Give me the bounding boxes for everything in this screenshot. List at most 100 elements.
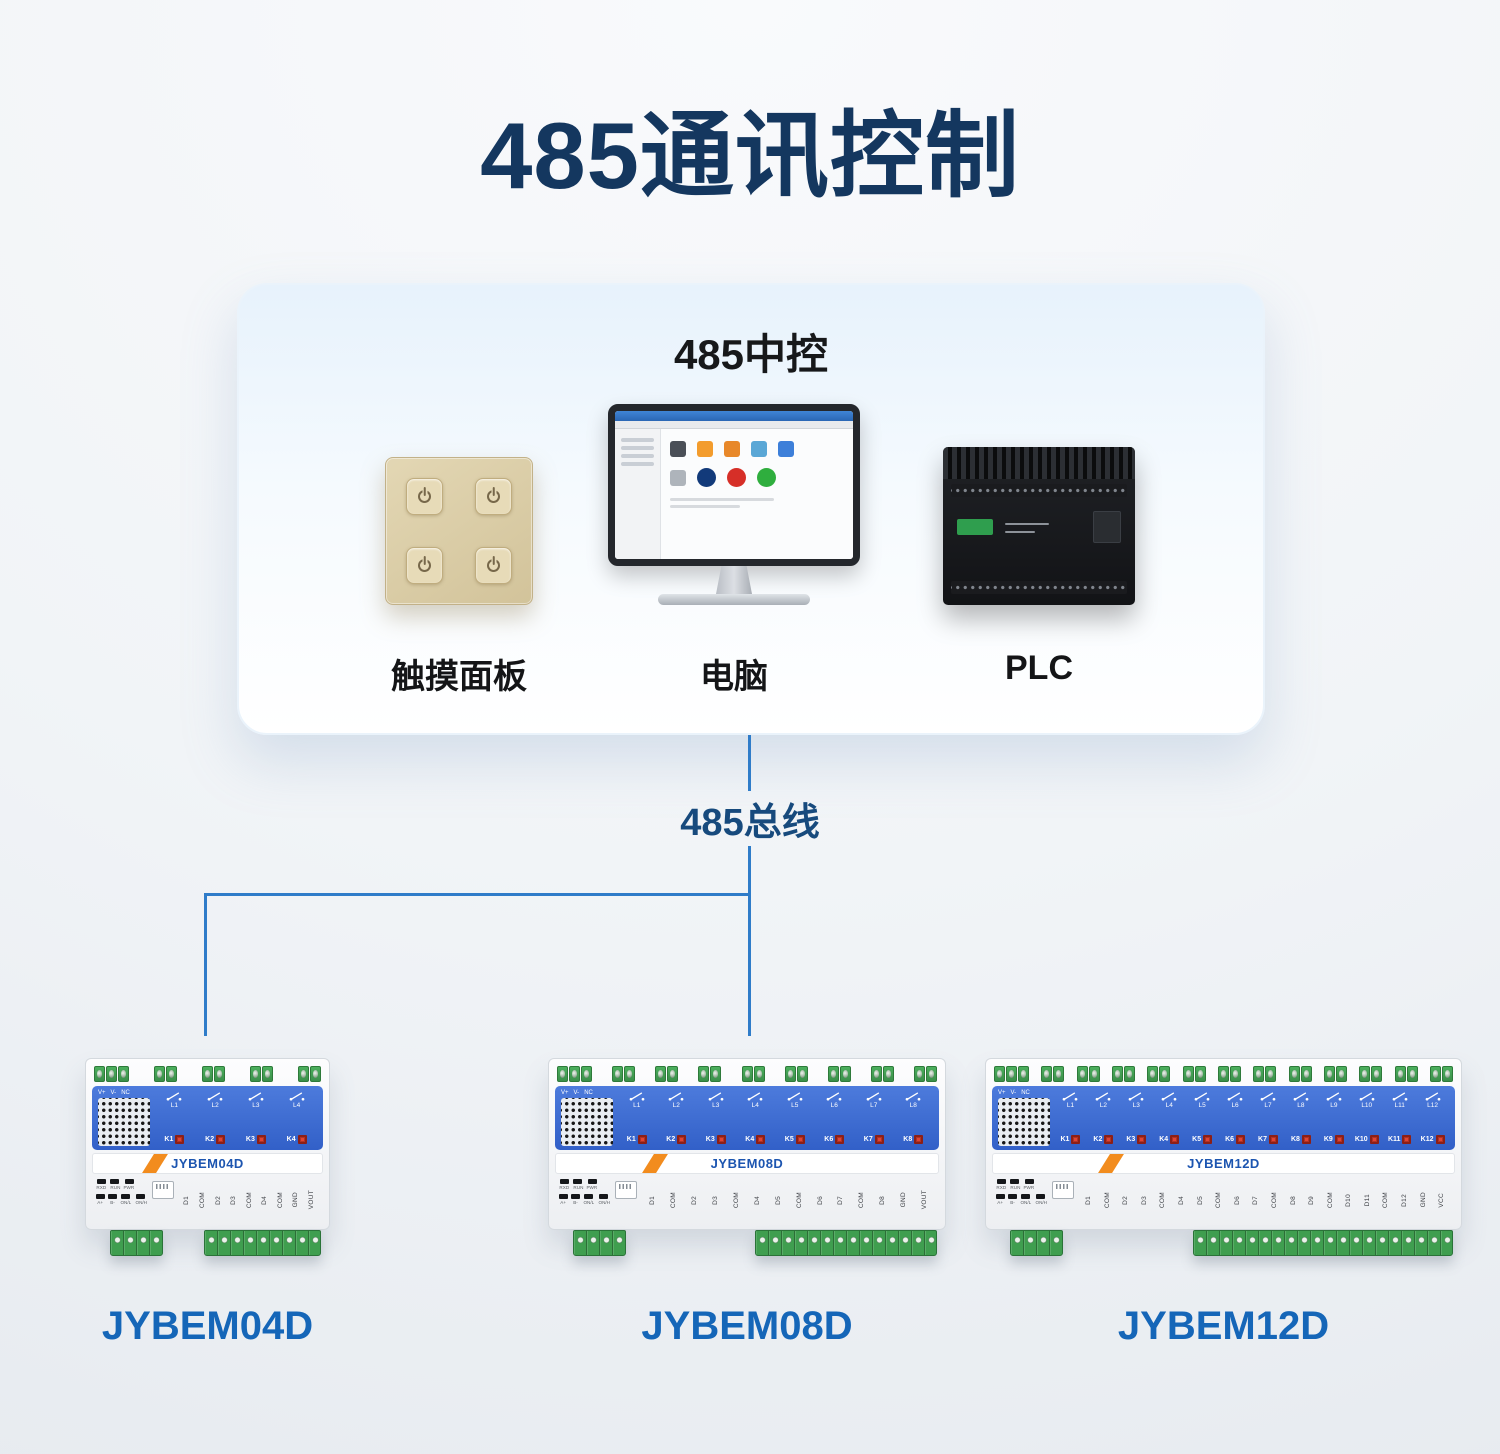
io-pin-label: D7 [1252, 1195, 1260, 1205]
comm-pin: ON/H [135, 1194, 148, 1206]
comm-pin: B- [108, 1194, 117, 1206]
relay-terminal-group [741, 1066, 765, 1082]
power-terminal-group [94, 1066, 129, 1082]
power-labels: V+V-NC [98, 1090, 150, 1096]
comm-pin: B- [1008, 1194, 1017, 1206]
status-led: PWR [586, 1179, 598, 1191]
vent-grid [561, 1098, 613, 1146]
screw-terminal [1018, 1066, 1029, 1082]
relay-indicator [1170, 1135, 1180, 1144]
relay-indicator [1301, 1135, 1311, 1144]
io-pin-label: COM [1326, 1191, 1334, 1209]
screw-terminal [710, 1066, 722, 1082]
screw-terminal [569, 1066, 580, 1082]
relay-indicator [1203, 1135, 1213, 1144]
screw-terminal [1429, 1066, 1441, 1082]
relay-contact-icon [905, 1092, 921, 1101]
screw-terminal [310, 1066, 321, 1082]
comm-pin: ON/L [583, 1194, 595, 1206]
screw-terminal [166, 1066, 177, 1082]
power-pin-label: NC [584, 1090, 593, 1096]
power-icon [418, 559, 431, 572]
relay-terminal-group [1359, 1066, 1383, 1082]
relay-label: K10 [1354, 1136, 1368, 1143]
screw-terminal [1111, 1066, 1123, 1082]
relay-contact-icon [1359, 1092, 1375, 1101]
relay-contact-icon [787, 1092, 803, 1101]
power-pin-label: V+ [561, 1090, 569, 1096]
power-pin-label: V- [1010, 1090, 1017, 1096]
plc-green-label [957, 519, 993, 535]
screw-terminal [1441, 1066, 1453, 1082]
load-label: L5 [1198, 1102, 1206, 1109]
io-pin-label: VOUT [307, 1190, 315, 1210]
relay-label: K4 [1159, 1136, 1169, 1143]
io-pin-label: D5 [1196, 1195, 1204, 1205]
relay-label: K12 [1420, 1136, 1434, 1143]
load-label: L4 [293, 1102, 301, 1109]
screw-terminal [1406, 1066, 1418, 1082]
model-strip: JYBEM12D [992, 1153, 1455, 1174]
relay-indicator [756, 1135, 766, 1144]
screw-terminal [118, 1066, 129, 1082]
relay-terminal-group [655, 1066, 679, 1082]
io-pin-label: COM [732, 1191, 740, 1209]
screw-terminal [1076, 1066, 1088, 1082]
monitor-stand [716, 566, 752, 594]
screw-terminal [1041, 1066, 1053, 1082]
comm-pin: ON/H [1035, 1194, 1048, 1206]
app-text-line [670, 505, 740, 508]
relay-label: K4 [286, 1136, 296, 1143]
screw-terminal [1335, 1066, 1347, 1082]
relay-indicator [175, 1135, 185, 1144]
power-pin-label: NC [1021, 1090, 1030, 1096]
relay-contact-icon [629, 1092, 645, 1101]
bottom-terminal-right [204, 1230, 321, 1256]
relay-indicator [256, 1135, 266, 1144]
bottom-terminal-left [1010, 1230, 1063, 1256]
load-label: L3 [252, 1102, 260, 1109]
plc-image [943, 393, 1135, 605]
bus-label: 485总线 [680, 802, 820, 844]
screw-terminal [882, 1066, 894, 1082]
io-pin-label: D11 [1363, 1193, 1371, 1207]
comm-pin: ON/L [1020, 1194, 1032, 1206]
model-strip: JYBEM08D [555, 1153, 939, 1174]
vent-grid [998, 1098, 1050, 1146]
module-name-jybem04d: JYBEM04D [101, 1304, 314, 1348]
power-icon [418, 490, 431, 503]
io-pin-label: GND [900, 1192, 908, 1208]
relay-terminal-group [154, 1066, 177, 1082]
relay-indicator [1104, 1135, 1114, 1144]
app-icon [778, 441, 794, 457]
device-plc: PLC [919, 393, 1159, 688]
power-labels: V+V-NC [561, 1090, 613, 1096]
relay-label: K2 [205, 1136, 215, 1143]
screw-terminal [262, 1066, 273, 1082]
io-pin-label: D1 [183, 1195, 191, 1205]
screw-terminal [94, 1066, 105, 1082]
power-terminal-group [994, 1066, 1029, 1082]
plc-marking [1005, 531, 1035, 533]
screw-terminal [870, 1066, 882, 1082]
touch-panel [385, 457, 533, 605]
relay-contact-icon [207, 1092, 223, 1101]
touch-button [475, 478, 512, 515]
relay-indicator [795, 1135, 805, 1144]
app-icon [670, 469, 686, 486]
screw-terminal [581, 1066, 592, 1082]
